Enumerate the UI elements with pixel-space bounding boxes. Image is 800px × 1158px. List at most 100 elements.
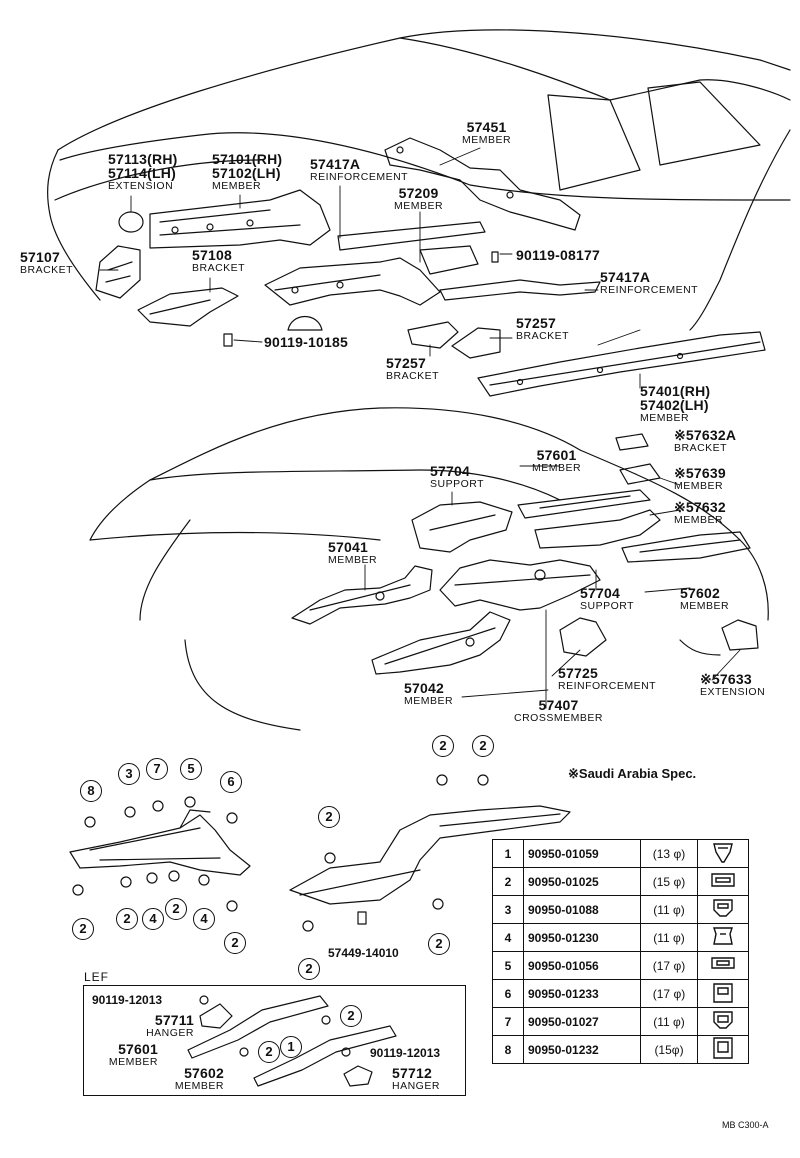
clip-number: 6 (492, 979, 524, 1008)
callout-clip-3: 3 (118, 763, 140, 785)
lef-callout-1: 1 (280, 1036, 302, 1058)
clip-part-number: 90950-01027 (523, 1007, 641, 1036)
callout-clip-2-m2: 2 (472, 735, 494, 757)
clip-size: (15 φ) (640, 867, 698, 896)
label-57102: 57102(LH)MEMBER (212, 165, 281, 192)
clip-6-icon (697, 979, 749, 1008)
clip-number: 5 (492, 951, 524, 980)
clip-part-number: 90950-01059 (523, 839, 641, 868)
lef-callout-2-b: 2 (258, 1041, 280, 1063)
clip-part-number: 90950-01088 (523, 895, 641, 924)
label-57113: 57113(RH) (108, 151, 178, 167)
label-57401: 57401(RH) (640, 383, 711, 399)
clip-5-icon (697, 951, 749, 980)
callout-clip-2-b: 2 (116, 908, 138, 930)
leader-lines-middle (364, 329, 741, 709)
car-body-outline-top (47, 29, 791, 331)
clip-3-icon (697, 895, 749, 924)
clip-7-icon (697, 1007, 749, 1036)
clip-part-number: 90950-01056 (523, 951, 641, 980)
saudi-arabia-spec-note: ※Saudi Arabia Spec. (568, 766, 697, 781)
clip-2-icon (697, 867, 749, 896)
callout-clip-5: 5 (180, 758, 202, 780)
clip-4-icon (697, 923, 749, 952)
label-57114: 57114(LH)EXTENSION (108, 165, 176, 192)
clip-location-middle-view (289, 774, 571, 932)
clip-number: 8 (492, 1035, 524, 1064)
leader-lines-upper (99, 147, 641, 389)
callout-clip-2-m1: 2 (432, 735, 454, 757)
callout-clip-4-b: 4 (193, 908, 215, 930)
clip-part-number: 90950-01232 (523, 1035, 641, 1064)
clip-size: (17 φ) (640, 979, 698, 1008)
callout-clip-6: 6 (220, 771, 242, 793)
callout-clip-8: 8 (80, 780, 102, 802)
clip-size: (17 φ) (640, 951, 698, 980)
callout-clip-2-m3: 2 (318, 806, 340, 828)
lef-callout-2-a: 2 (340, 1005, 362, 1027)
clip-number: 4 (492, 923, 524, 952)
clip-number: 2 (492, 867, 524, 896)
callout-clip-2-c: 2 (165, 898, 187, 920)
car-body-outline-middle (89, 407, 769, 731)
clip-size: (11 φ) (640, 923, 698, 952)
upper-frame-parts (95, 137, 766, 451)
clip-part-number: 90950-01025 (523, 867, 641, 896)
footer-code: MB C300-A (722, 1120, 769, 1130)
lef-parts (187, 995, 397, 1087)
lef-title: LEF (84, 970, 110, 984)
clip-1-icon (697, 839, 749, 868)
lef-label-90119-a: 90119-12013 (92, 993, 163, 1007)
callout-clip-2-d: 2 (224, 932, 246, 954)
callout-clip-2-m5: 2 (298, 958, 320, 980)
middle-frame-parts (291, 463, 759, 675)
callout-clip-2-a: 2 (72, 918, 94, 940)
clip-size: (15φ) (640, 1035, 698, 1064)
label-90119-08177: 90119-08177 (516, 247, 600, 263)
clip-8-icon (697, 1035, 749, 1064)
clip-size: (11 φ) (640, 895, 698, 924)
clip-number: 3 (492, 895, 524, 924)
lef-detail-box (83, 985, 466, 1096)
clip-part-number: 90950-01233 (523, 979, 641, 1008)
callout-clip-4-a: 4 (142, 908, 164, 930)
clip-location-left-view (69, 796, 251, 912)
clip-number: 1 (492, 839, 524, 868)
clip-number: 7 (492, 1007, 524, 1036)
lef-label-90119-b: 90119-12013 (370, 1046, 441, 1060)
label-90119-10185: 90119-10185 (264, 334, 348, 350)
callout-clip-7: 7 (146, 758, 168, 780)
